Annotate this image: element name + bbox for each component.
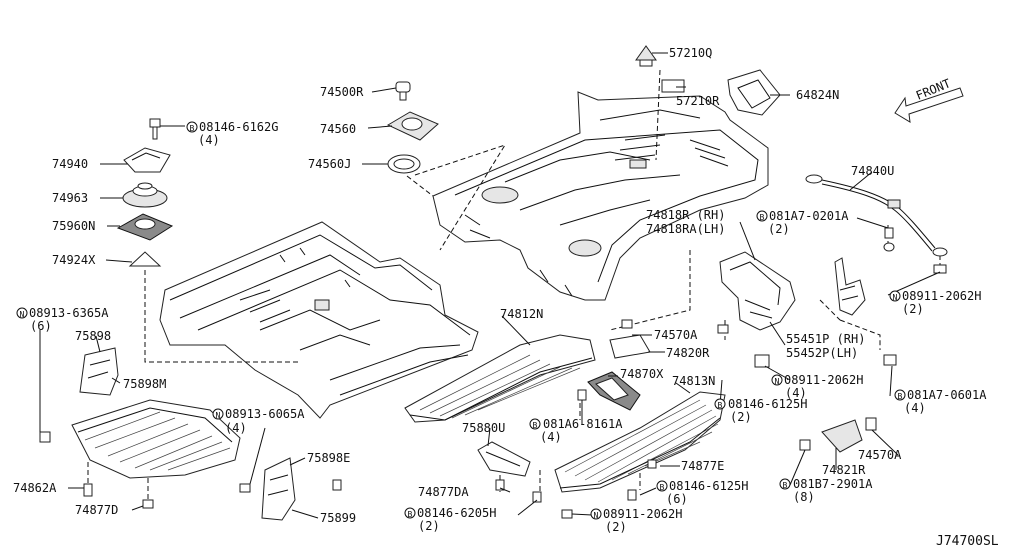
callout-08146-6125H-a-qty: (2) xyxy=(730,410,752,424)
bolt-symbol: B xyxy=(190,124,195,133)
nut-symbol: N xyxy=(216,411,221,420)
small-cover xyxy=(39,347,119,443)
callout-74560J: 74560J xyxy=(308,157,351,171)
front-floor-panel xyxy=(159,221,479,419)
center-brackets xyxy=(577,319,651,411)
front-undercover xyxy=(71,399,241,509)
callout-74963: 74963 xyxy=(52,191,88,205)
callout-74840U: 74840U xyxy=(851,164,894,178)
callout-74500R: 74500R xyxy=(320,85,364,99)
clip-and-bracket xyxy=(635,45,781,116)
rear-side-bracket xyxy=(799,417,877,453)
callout-74870X: 74870X xyxy=(620,367,664,381)
callout-55452P: 55452P(LH) xyxy=(786,346,858,360)
callout-74818RA: 74818RA(LH) xyxy=(646,222,725,236)
callout-57210R: 57210R xyxy=(676,94,720,108)
bolt-symbol: B xyxy=(533,421,538,430)
callout-08911-2062H-c-qty: (2) xyxy=(605,520,627,534)
leader-lines xyxy=(39,52,941,519)
bolt-symbol: B xyxy=(660,483,665,492)
callout-74877DA: 74877DA xyxy=(418,485,469,499)
callout-74940: 74940 xyxy=(52,157,88,171)
callout-081A7-0201A: 081A7-0201A xyxy=(769,209,849,223)
callout-74821R: 74821R xyxy=(822,463,866,477)
center-undercover xyxy=(404,334,596,423)
callout-08913-6065A-qty: (4) xyxy=(225,421,247,435)
callout-55451P: 55451P (RH) xyxy=(786,332,865,346)
callout-74877D: 74877D xyxy=(75,503,118,517)
ground-cable xyxy=(805,174,948,274)
nut-symbol: N xyxy=(20,310,25,319)
callout-08911-2062H-b: 08911-2062H xyxy=(784,373,863,387)
callout-081B7-2901A: 081B7-2901A xyxy=(793,477,873,491)
rear-undercover xyxy=(554,391,726,493)
callout-08913-6365A-qty: (6) xyxy=(30,319,52,333)
callout-08913-6065A: 08913-6065A xyxy=(225,407,305,421)
callout-08146-6205H: 08146-6205H xyxy=(417,506,496,520)
fastener-symbols: B N N B N N B B B B B N B xyxy=(16,121,906,520)
nut-symbol: N xyxy=(893,293,898,302)
callout-08146-6162G: 08146-6162G xyxy=(199,120,278,134)
callout-74820R: 74820R xyxy=(666,346,710,360)
callout-64824N: 64824N xyxy=(796,88,839,102)
link-bracket xyxy=(834,257,897,366)
diagram-code: J74700SL xyxy=(936,534,999,549)
rear-bracket xyxy=(717,251,796,368)
side-cover xyxy=(239,457,342,521)
callout-081A6-8161A: 081A6-8161A xyxy=(543,417,623,431)
callout-081A7-0201A-qty: (2) xyxy=(768,222,790,236)
callout-75898E: 75898E xyxy=(307,451,350,465)
callout-08146-6125H-b-qty: (6) xyxy=(666,492,688,506)
callout-74570A-lower: 74570A xyxy=(858,448,902,462)
callout-74560: 74560 xyxy=(320,122,356,136)
callout-74862A: 74862A xyxy=(13,481,57,495)
callout-08911-2062H-a: 08911-2062H xyxy=(902,289,981,303)
bolt-symbol: B xyxy=(898,392,903,401)
callout-74877E: 74877E xyxy=(681,459,724,473)
callout-74924X: 74924X xyxy=(52,253,96,267)
callout-08911-2062H-a-qty: (2) xyxy=(902,302,924,316)
callout-75899: 75899 xyxy=(320,511,356,525)
callout-081A7-0601A-qty: (4) xyxy=(904,401,926,415)
callout-74570A-upper: 74570A xyxy=(654,328,698,342)
bolt-symbol: B xyxy=(408,510,413,519)
nut-symbol: N xyxy=(594,511,599,520)
bolt-symbol: B xyxy=(760,213,765,222)
callout-75898M: 75898M xyxy=(123,377,166,391)
callout-08146-6205H-qty: (2) xyxy=(418,519,440,533)
callout-57210Q: 57210Q xyxy=(669,46,712,60)
callout-74813N: 74813N xyxy=(672,374,715,388)
nut-symbol: N xyxy=(775,377,780,386)
callout-081B7-2901A-qty: (8) xyxy=(793,490,815,504)
callout-74818R: 74818R (RH) xyxy=(646,208,725,222)
callout-08913-6365A: 08913-6365A xyxy=(29,306,109,320)
callout-08146-6125H-b: 08146-6125H xyxy=(669,479,748,493)
callout-08146-6125H-a: 08146-6125H xyxy=(728,397,807,411)
callout-75960N: 75960N xyxy=(52,219,95,233)
plug-stack xyxy=(116,118,174,267)
bolt-symbol: B xyxy=(783,481,788,490)
grommet-stack xyxy=(386,81,439,174)
front-direction-indicator xyxy=(894,87,964,123)
callout-081A7-0601A: 081A7-0601A xyxy=(907,388,987,402)
rear-floor-panel xyxy=(432,79,769,301)
callout-08911-2062H-c: 08911-2062H xyxy=(603,507,682,521)
bolt-symbol: B xyxy=(718,401,723,410)
callout-74812N: 74812N xyxy=(500,307,543,321)
callout-75898: 75898 xyxy=(75,329,111,343)
callout-08146-6162G-qty: (4) xyxy=(198,133,220,147)
callout-081A6-8161A-qty: (4) xyxy=(540,430,562,444)
side-trim xyxy=(477,441,657,519)
callout-08911-2062H-b-qty: (4) xyxy=(785,386,807,400)
callout-75880U: 75880U xyxy=(462,421,505,435)
